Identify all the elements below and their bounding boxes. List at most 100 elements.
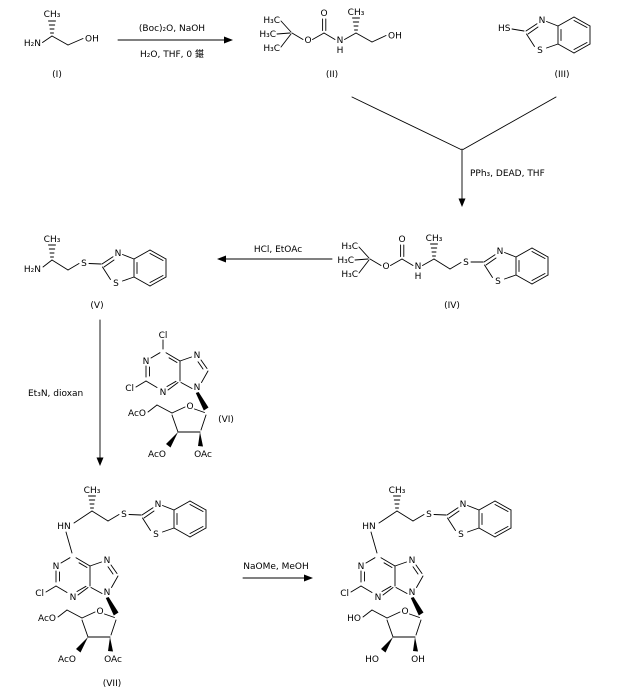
reagent-step5: NaOMe, MeOH (243, 562, 309, 572)
atom-cl: Cl (35, 589, 44, 599)
atom-n7: N (194, 351, 201, 361)
compound-label-III: (III) (555, 70, 570, 80)
arrow-step4: Et₃N, dioxan (28, 319, 104, 466)
compound-II: H₃C H₃C H₃C O O N H CH₃ OH (II) (259, 8, 402, 80)
atom-h: H (337, 46, 344, 56)
compound-label-IV: (IV) (444, 301, 460, 311)
atom-o-ring: O (186, 402, 193, 412)
atom-n1: N (53, 562, 60, 572)
arrowhead-right-icon (304, 574, 313, 582)
atom-n: N (415, 262, 422, 272)
atom-bt-n: N (460, 500, 467, 510)
atom-n7: N (409, 556, 416, 566)
atom-n9: N (104, 588, 111, 598)
atom-o-ester: O (304, 36, 311, 46)
atom-ho5: HO (347, 614, 361, 624)
atom-h3c: H₃C (263, 44, 280, 54)
atom-h2n: H₂N (24, 39, 41, 49)
atom-n: N (539, 16, 546, 26)
atom-ch3: CH₃ (389, 486, 406, 496)
reagent-step2: PPh₃, DEAD, THF (470, 169, 545, 179)
atom-n1: N (358, 562, 365, 572)
reagent-step3: HCl, EtOAc (254, 245, 302, 255)
atom-h3c: H₃C (341, 242, 358, 252)
atom-o-carbonyl: O (320, 9, 327, 19)
atom-bt-n: N (115, 249, 122, 259)
atom-bt-n: N (497, 247, 504, 257)
compound-VII: CH₃ HN S N S Cl N N N N O AcO AcO OAc (V… (35, 486, 207, 689)
atom-ch3: CH₃ (426, 234, 443, 244)
compound-label-I: (I) (52, 70, 62, 80)
atom-oac2: OAc (194, 450, 212, 460)
atom-ch3: CH₃ (44, 10, 61, 20)
arrow-step3: HCl, EtOAc (217, 245, 333, 263)
atom-hn: HN (362, 522, 376, 532)
reagent-step1-above: (Boc)₂O, NaOH (139, 24, 205, 34)
atom-n: N (337, 36, 344, 46)
atom-n3: N (375, 593, 382, 603)
atom-n3: N (160, 388, 167, 398)
atom-aco5: AcO (128, 409, 146, 419)
arrow-step2: PPh₃, DEAD, THF (351, 96, 557, 207)
atom-bt-s: S (495, 277, 501, 287)
atom-cl-top: Cl (159, 331, 168, 341)
atom-s-chain: S (81, 259, 87, 269)
atom-h3c: H₃C (341, 270, 358, 280)
atom-bt-s: S (458, 530, 464, 540)
arrowhead-down-icon (96, 457, 104, 466)
atom-cl: Cl (340, 589, 349, 599)
atom-o-carbonyl: O (398, 235, 405, 245)
compound-VIII: CH₃ HN S N S Cl N N N N O HO HO OH (340, 486, 512, 665)
atom-oh2: OH (411, 655, 425, 665)
arrow-step1: (Boc)₂O, NaOH H₂O, THF, 0 鍖 (117, 24, 233, 60)
atom-oh: OH (388, 32, 402, 42)
atom-h3c: H₃C (259, 30, 276, 40)
arrowhead-left-icon (217, 255, 226, 263)
atom-ch3: CH₃ (84, 486, 101, 496)
atom-o-ring: O (96, 607, 103, 617)
atom-ch3: CH₃ (348, 8, 365, 18)
arrowhead-down-icon (458, 198, 466, 207)
atom-h: H (415, 272, 422, 282)
atom-s-chain: S (426, 510, 432, 520)
atom-s: S (537, 46, 543, 56)
atom-oh: OH (85, 35, 99, 45)
compound-label-VI: (VI) (218, 415, 234, 425)
atom-n9: N (194, 383, 201, 393)
compound-label-VII: (VII) (103, 679, 122, 689)
reagent-step4: Et₃N, dioxan (28, 389, 83, 399)
atom-aco3: AcO (58, 655, 76, 665)
compound-V: CH₃ H₂N S N S (V) (24, 235, 167, 311)
compound-IV: H₃C H₃C H₃C O O N H CH₃ S N S (IV) (337, 234, 549, 311)
atom-cl-left: Cl (125, 384, 134, 394)
atom-oac2: OAc (104, 655, 122, 665)
atom-ch3: CH₃ (44, 235, 61, 245)
atom-h3c: H₃C (263, 16, 280, 26)
atom-n1: N (143, 357, 150, 367)
atom-bt-n: N (155, 500, 162, 510)
atom-aco5: AcO (38, 614, 56, 624)
compound-III: HS N S (III) (498, 16, 591, 80)
atom-bt-s: S (153, 530, 159, 540)
atom-aco3: AcO (148, 450, 166, 460)
atom-s-chain: S (463, 258, 469, 268)
atom-n9: N (409, 588, 416, 598)
atom-ho3: HO (365, 655, 379, 665)
compound-label-V: (V) (90, 301, 103, 311)
reagent-step1-below: H₂O, THF, 0 鍖 (140, 48, 204, 60)
atom-o-ester: O (382, 262, 389, 272)
atom-s-chain: S (121, 510, 127, 520)
atom-n3: N (70, 593, 77, 603)
arrowhead-right-icon (224, 36, 233, 44)
atom-o-ring: O (401, 607, 408, 617)
atom-hn: HN (57, 522, 71, 532)
compound-VI: Cl Cl N N N N O AcO AcO OAc (VI) (125, 331, 234, 460)
atom-h3c: H₃C (337, 256, 354, 266)
atom-hs: HS (498, 24, 511, 34)
atom-n7: N (104, 556, 111, 566)
arrow-step5: NaOMe, MeOH (242, 562, 313, 582)
atom-bt-s: S (113, 279, 119, 289)
compound-I: CH₃ H₂N OH (I) (24, 10, 99, 80)
